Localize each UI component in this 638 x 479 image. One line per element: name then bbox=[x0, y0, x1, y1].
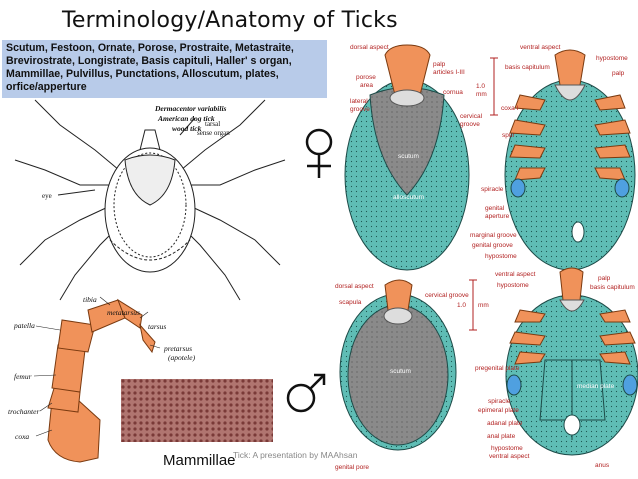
f-scale-value: 1.0 bbox=[476, 83, 486, 90]
f-cervical-label: cervical bbox=[460, 113, 483, 120]
tick-common-name: American dog tick bbox=[158, 114, 215, 123]
f-cervical-groove-label: groove bbox=[460, 121, 480, 128]
f-hypostome-label: hypostome bbox=[596, 55, 628, 62]
m-ventral-aspect-2-label: ventral aspect bbox=[489, 453, 530, 460]
f-hypostome-b-label: hypostome bbox=[485, 253, 517, 260]
f-alloscutum-label: alloscutum bbox=[393, 194, 425, 201]
m-ventral-aspect-label: ventral aspect bbox=[495, 271, 536, 278]
m-adanal-plate-label: adanal plate bbox=[487, 420, 523, 427]
f-scale-unit: mm bbox=[476, 91, 487, 98]
f-genital-groove-label: genital groove bbox=[472, 242, 513, 249]
f-lateral-label: lateral bbox=[350, 98, 368, 105]
leg-label-metatarsus: metatarsus bbox=[107, 308, 140, 317]
m-median-plate-label: median plate bbox=[577, 383, 615, 390]
slide-title: Terminology/Anatomy of Ticks bbox=[62, 8, 398, 33]
f-aperture-label: aperture bbox=[485, 213, 510, 220]
m-anus-label: anus bbox=[595, 462, 610, 469]
m-anal-plate-label: anal plate bbox=[487, 433, 516, 440]
leg-label-pretarsus: pretarsus bbox=[164, 344, 193, 353]
f-lateral-groove-label: groove bbox=[350, 106, 370, 113]
f-cornua-label: cornua bbox=[443, 89, 463, 96]
f-dorsal-aspect-label: dorsal aspect bbox=[350, 44, 389, 51]
tick-common-name-2: wood tick bbox=[172, 124, 202, 133]
m-scale-unit: mm bbox=[478, 302, 489, 309]
m-hypostome-label: hypostome bbox=[497, 282, 529, 289]
m-pregenital-plate-label: pregenital plate bbox=[475, 365, 520, 372]
terminology-box bbox=[2, 40, 327, 98]
leg-label-patella: patella bbox=[14, 321, 35, 330]
footer-credit: Tick: A presentation by MAAhsan bbox=[233, 450, 358, 460]
f-ventral-aspect-label: ventral aspect bbox=[520, 44, 561, 51]
f-basis-capitulum-label: basis capitulum bbox=[505, 64, 550, 71]
leg-label-trochanter: trochanter bbox=[8, 407, 40, 416]
f-v-palp-label: palp bbox=[612, 70, 625, 77]
eye-label: eye bbox=[42, 192, 52, 200]
f-spiracle-label: spiracle bbox=[481, 186, 504, 193]
m-epimeral-plate-label: epimeral plate bbox=[478, 407, 519, 414]
leg-label-femur: femur bbox=[14, 372, 32, 381]
m-dorsal-aspect-label: dorsal aspect bbox=[335, 283, 374, 290]
f-marginal-groove-label: marginal groove bbox=[470, 232, 517, 239]
tarsal-label: tarsal bbox=[205, 120, 221, 128]
leg-label-coxa: coxa bbox=[15, 432, 30, 441]
f-genital-label: genital bbox=[485, 205, 505, 212]
f-articles-label: articles I-III bbox=[433, 69, 465, 76]
m-hypostome-2-label: hypostome bbox=[491, 445, 523, 452]
m-scutum-label: scutum bbox=[390, 368, 411, 375]
tarsal-sense-organ-label: sense organ bbox=[197, 129, 230, 137]
leg-label-tarsus: tarsus bbox=[148, 322, 167, 331]
f-coxa-label: coxa I bbox=[501, 105, 519, 112]
m-palp-label: palp bbox=[598, 275, 611, 282]
leg-label-tibia: tibia bbox=[83, 295, 97, 304]
mammillae-caption: Mammillae bbox=[163, 452, 236, 469]
leg-label-apotele: (apotele) bbox=[168, 353, 196, 362]
m-scapula-label: scapula bbox=[339, 299, 362, 306]
f-spur-label: spur bbox=[502, 132, 515, 139]
m-spiracle-label: spiracle bbox=[488, 398, 511, 405]
f-porose-label: porose bbox=[356, 74, 376, 81]
m-basis-capitulum-label: basis capitulum bbox=[590, 284, 635, 291]
m-genital-pore-label: genital pore bbox=[335, 464, 369, 471]
terminology-text: Scutum, Festoon, Ornate, Porose, Prostra… bbox=[6, 42, 294, 93]
m-cervical-groove-label: cervical groove bbox=[425, 292, 469, 299]
f-scutum-label: scutum bbox=[398, 153, 419, 160]
f-porose-area-label: area bbox=[360, 82, 374, 89]
m-scale-value: 1.0 bbox=[457, 302, 467, 309]
tick-species-label: Dermacentor variabilis bbox=[155, 104, 227, 113]
f-palp-label: palp bbox=[433, 61, 446, 68]
